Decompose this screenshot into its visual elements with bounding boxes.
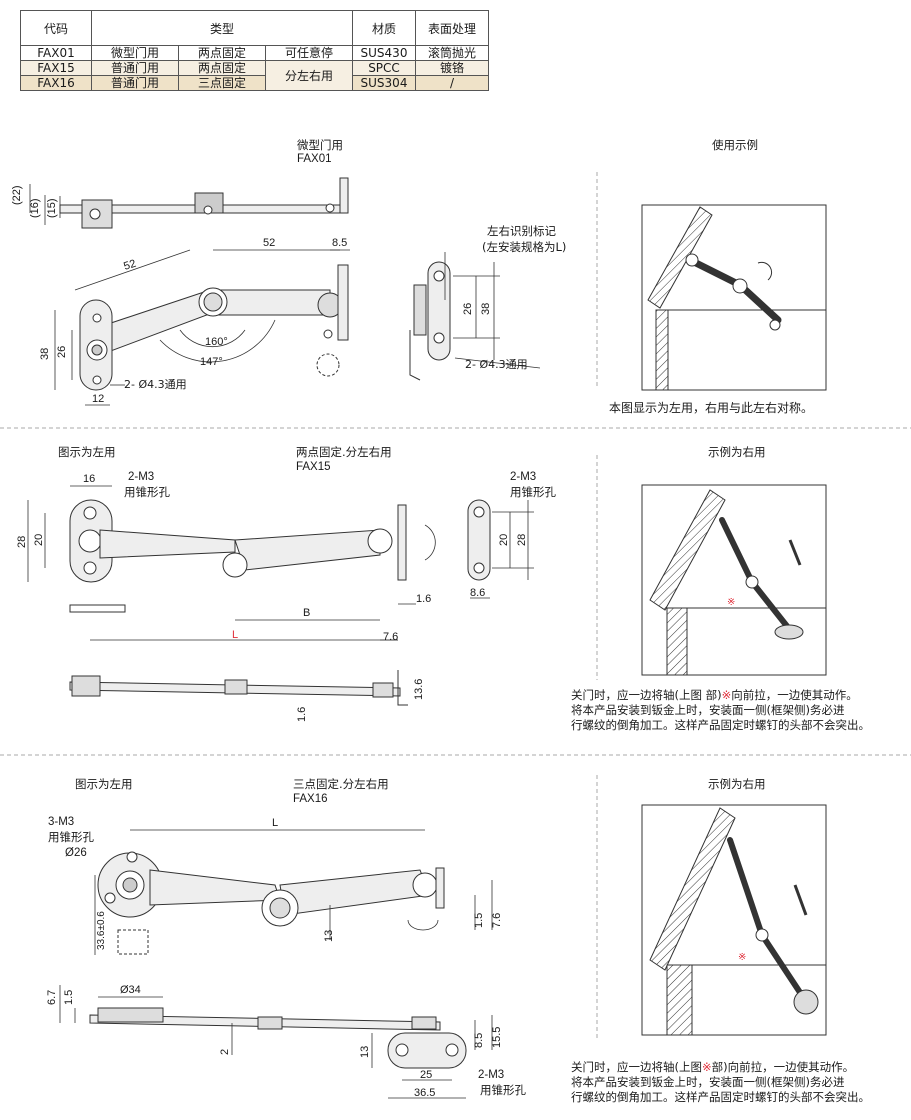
dim-label: 13 — [323, 930, 335, 942]
dim-label: 1.5 — [473, 913, 485, 928]
fax16-side-view — [89, 1007, 441, 1031]
screw-spec: 2-M3 — [510, 471, 537, 483]
fax01-example — [641, 204, 827, 391]
dim-label: L — [232, 629, 238, 641]
dim-label: 38 — [39, 348, 51, 360]
dim-label: 25 — [420, 1069, 432, 1081]
fax01-end-view — [409, 261, 451, 381]
screw-spec: 2-M3 — [128, 471, 155, 483]
dim-label: 1.5 — [63, 990, 75, 1005]
fax16-code: FAX16 — [293, 793, 328, 805]
fax15-note: 关门时，应一边将轴(上图 部)※向前拉，一边使其动作。 将本产品安装到钣金上时，… — [571, 688, 870, 732]
mark-label-note: (左安装规格为L) — [482, 240, 567, 254]
dim-label: 52 — [122, 258, 137, 273]
fax01-caption: 本图显示为左用，右用与此左右对称。 — [609, 401, 814, 415]
dim-label: 20 — [33, 534, 45, 546]
screw-spec-note: 用锥形孔 — [480, 1083, 526, 1097]
hole-note: 2- Ø4.3通用 — [124, 378, 187, 391]
dim-label: (15) — [46, 198, 58, 218]
dim-label: 1.6 — [296, 707, 308, 722]
dim-label: 6.7 — [46, 990, 58, 1005]
fax15-code: FAX15 — [296, 461, 331, 473]
dim-label: 8.6 — [470, 587, 485, 599]
dim-label: 13.6 — [413, 679, 425, 700]
dim-label: 15.5 — [491, 1027, 503, 1048]
dim-label: 7.6 — [491, 913, 503, 928]
dim-label: 28 — [16, 536, 28, 548]
dim-label: 20 — [498, 534, 510, 546]
dim-label: 160° — [205, 336, 228, 348]
screw-spec-note: 用锥形孔 — [510, 485, 556, 499]
dim-label: 7.6 — [383, 631, 398, 643]
dim-label: 38 — [480, 303, 492, 315]
dim-label: 2 — [219, 1049, 231, 1055]
table-row: FAX16 普通门用 三点固定 SUS304 / — [20, 75, 489, 91]
dim-label: 8.5 — [332, 237, 347, 249]
dim-label: 16 — [83, 473, 95, 485]
mark-label: 左右识别标记 — [487, 224, 556, 238]
dim-label: 1.6 — [416, 593, 431, 605]
fax01-example-title: 使用示例 — [712, 138, 758, 152]
mark-symbol: ※ — [738, 952, 746, 963]
fax01-title: 微型门用 — [297, 138, 343, 152]
spec-table: 代码 类型 材质 表面处理 FAX01 微型门用 两点固定 可任意停 SUS43… — [20, 10, 489, 91]
dim-label: B — [303, 607, 310, 619]
fax01-linkage-view — [79, 264, 349, 391]
fax01-side-view — [59, 177, 349, 229]
dim-label: Ø34 — [120, 984, 141, 996]
dim-label: 26 — [462, 303, 474, 315]
fax16-note: 关门时，应一边将轴(上图※部)向前拉，一边使其动作。 将本产品安装到钣金上时，安… — [571, 1060, 870, 1104]
header-code: 代码 — [20, 10, 92, 46]
fax15-title: 两点固定.分左右用 — [296, 445, 392, 459]
dim-label: 26 — [56, 346, 68, 358]
fax15-example — [641, 484, 827, 676]
screw-spec-note: 用锥形孔 — [48, 830, 94, 844]
screw-diameter: Ø26 — [65, 847, 87, 859]
dim-label: 28 — [516, 534, 528, 546]
dim-label: (22) — [11, 185, 23, 205]
dim-label: (16) — [29, 198, 41, 218]
dim-label: L — [272, 817, 278, 829]
fax15-top-view — [69, 499, 407, 613]
fax16-top-view — [97, 851, 445, 955]
dim-label: 36.5 — [414, 1087, 435, 1099]
fax15-side-view — [69, 670, 408, 706]
fax15-end-view — [467, 499, 491, 581]
fax16-base-view — [387, 1032, 467, 1069]
dim-label: 13 — [359, 1046, 371, 1058]
dim-label: 12 — [92, 393, 104, 405]
hole-note: 2- Ø4.3通用 — [465, 358, 528, 371]
dim-label: 33.6±0.6 — [96, 911, 107, 950]
header-finish: 表面处理 — [415, 10, 489, 46]
screw-spec: 2-M3 — [478, 1069, 505, 1081]
fax16-left-label: 图示为左用 — [75, 777, 133, 791]
dim-label: 147° — [200, 356, 223, 368]
fax01-code: FAX01 — [297, 153, 332, 165]
screw-spec-note: 用锥形孔 — [124, 485, 170, 499]
fax16-example — [641, 804, 827, 1036]
dim-label: 52 — [263, 237, 275, 249]
dimension-labels: (22) (16) (15) 52 52 8.5 38 26 160° 147°… — [11, 185, 746, 1099]
dim-label: 8.5 — [473, 1033, 485, 1048]
fax15-example-title: 示例为右用 — [708, 445, 766, 459]
screw-spec: 3-M3 — [48, 816, 75, 828]
fax16-example-title: 示例为右用 — [708, 777, 766, 791]
fax16-title: 三点固定.分左右用 — [293, 777, 389, 791]
mark-symbol: ※ — [727, 597, 735, 608]
table-row: FAX15 普通门用 两点固定 分左右用 SPCC 镀铬 — [20, 60, 489, 91]
fax15-left-label: 图示为左用 — [58, 445, 116, 459]
